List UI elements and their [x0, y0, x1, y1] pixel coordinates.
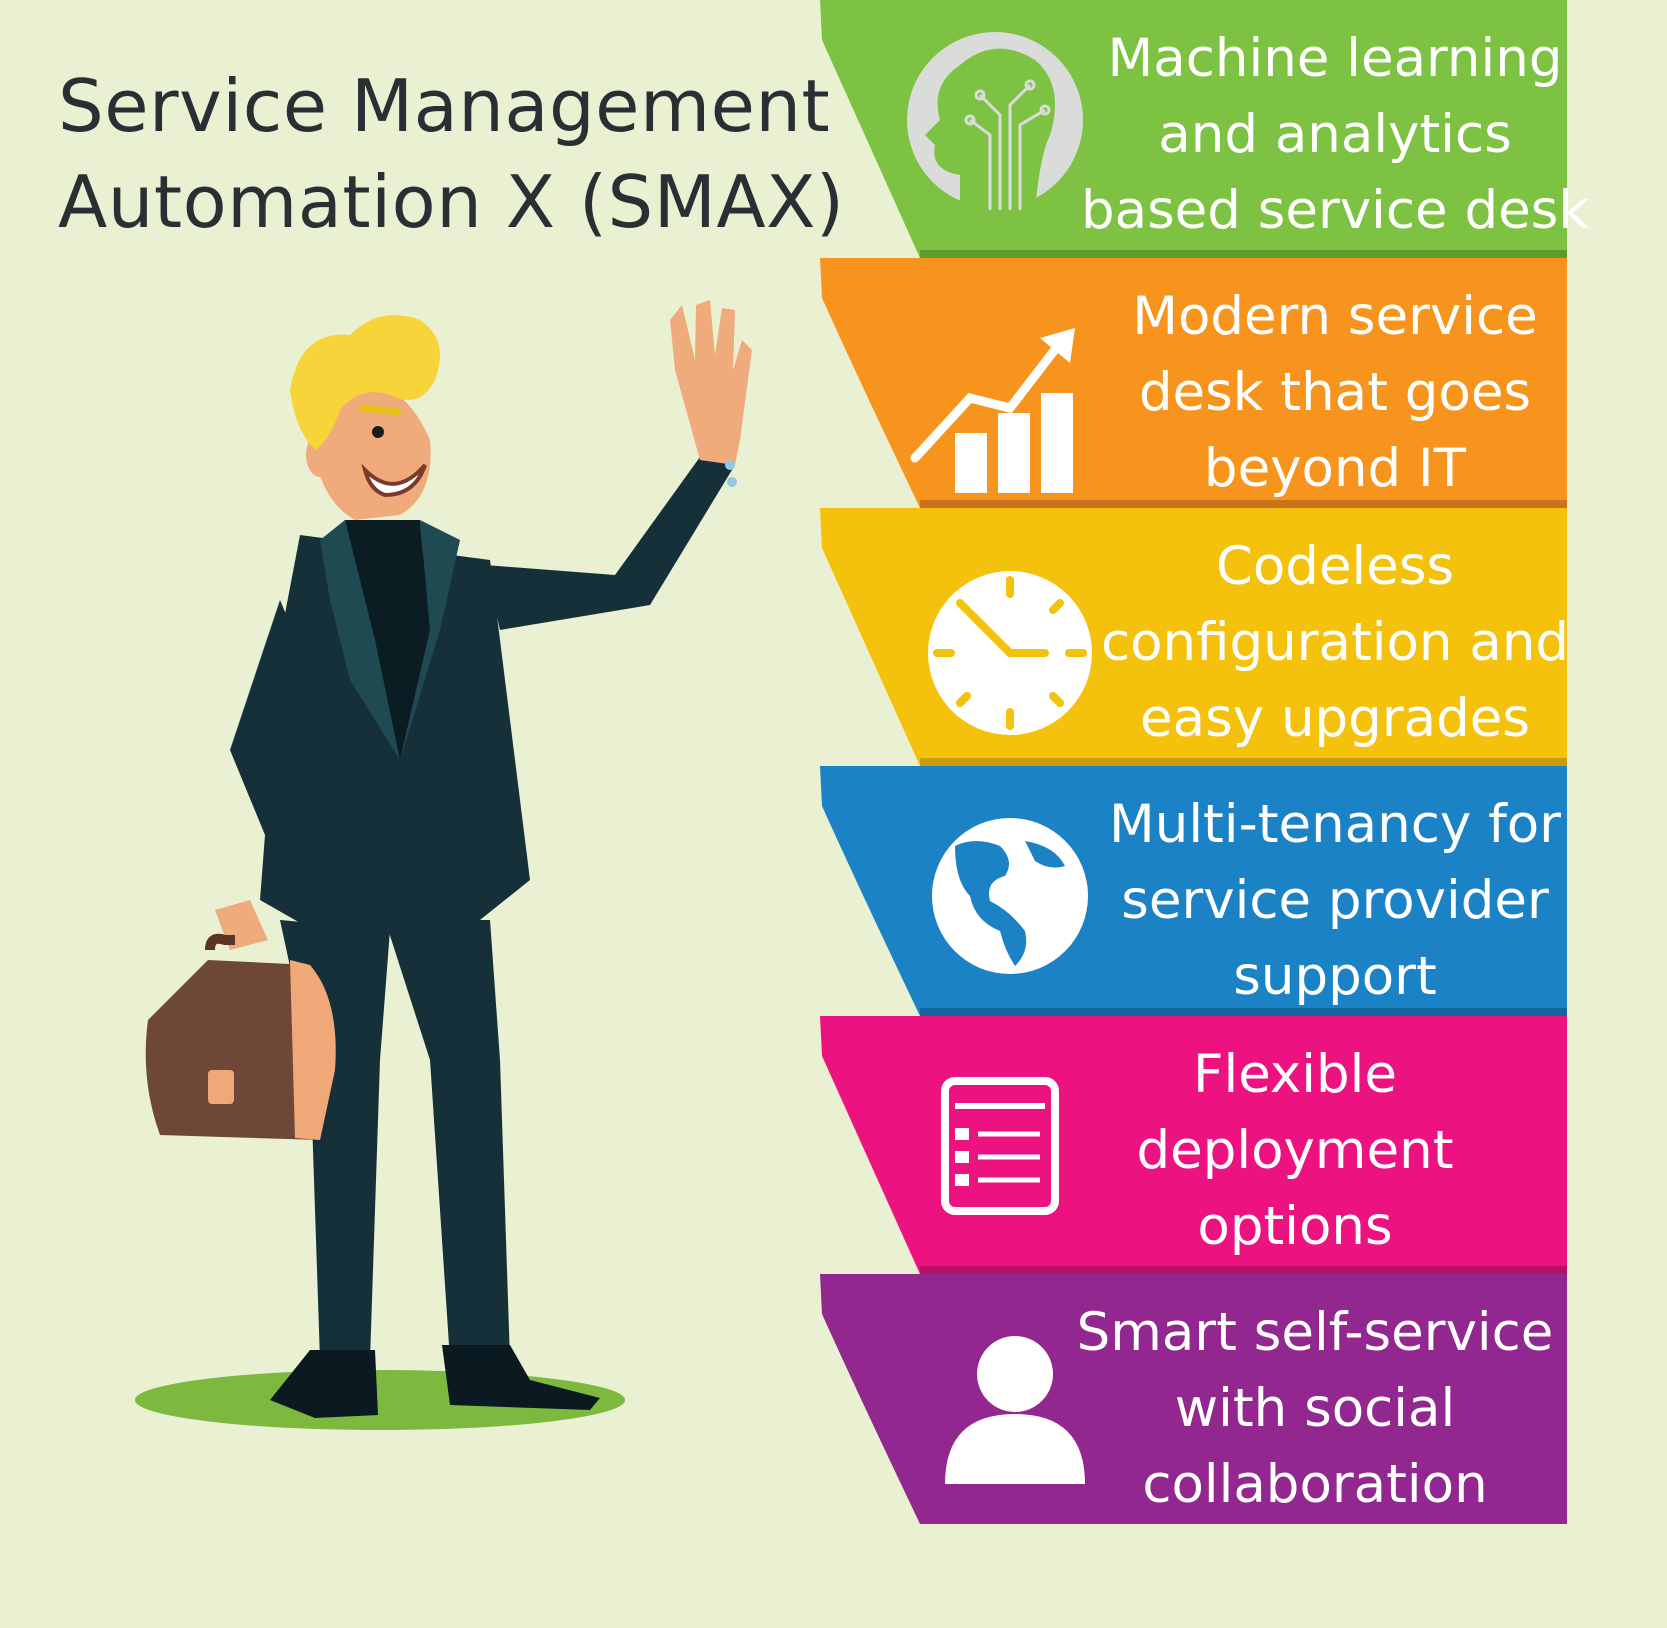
feature-line: Machine learning [1107, 28, 1563, 89]
feature-line: beyond IT [1203, 438, 1467, 499]
title-line-2: Automation X (SMAX) [58, 160, 845, 244]
page-title: Service Management Automation X (SMAX) [58, 58, 858, 250]
feature-modern-service-desk: Modern service desk that goes beyond IT [0, 258, 1667, 528]
feature-codeless-config: Codeless configuration and easy upgrades [0, 508, 1667, 778]
clock-icon [928, 571, 1092, 735]
feature-line: support [1233, 946, 1437, 1007]
feature-flexible-deployment: Flexible deployment options [0, 1016, 1667, 1286]
feature-ml-analytics: Machine learning and analytics based ser… [0, 0, 1667, 270]
feature-line: Codeless [1215, 536, 1455, 597]
feature-line: options [1197, 1196, 1393, 1257]
feature-line: Multi-tenancy for [1109, 794, 1561, 855]
growth-chart-icon [910, 328, 1075, 493]
feature-line: Flexible [1193, 1044, 1397, 1105]
title-line-1: Service Management [58, 64, 831, 148]
feature-line: collaboration [1142, 1454, 1488, 1515]
feature-smart-self-service: Smart self-service with social collabora… [0, 1274, 1667, 1544]
feature-line: Smart self-service [1076, 1302, 1554, 1363]
checklist-icon [941, 1077, 1059, 1215]
feature-multi-tenancy: Multi-tenancy for service provider suppo… [0, 766, 1667, 1036]
feature-line: desk that goes [1138, 362, 1532, 423]
feature-line: with social [1174, 1378, 1456, 1439]
feature-line: and analytics [1158, 104, 1512, 165]
feature-line: configuration and [1100, 612, 1570, 673]
feature-line: Modern service [1132, 286, 1538, 347]
user-icon [945, 1336, 1085, 1484]
feature-line: service provider [1121, 870, 1549, 931]
brain-circuit-icon [907, 32, 1083, 210]
feature-line: deployment [1136, 1120, 1454, 1181]
businessman-illustration [135, 300, 752, 1430]
feature-line: based service desk [1080, 180, 1590, 241]
feature-line: easy upgrades [1140, 688, 1530, 749]
globe-icon [932, 818, 1088, 974]
